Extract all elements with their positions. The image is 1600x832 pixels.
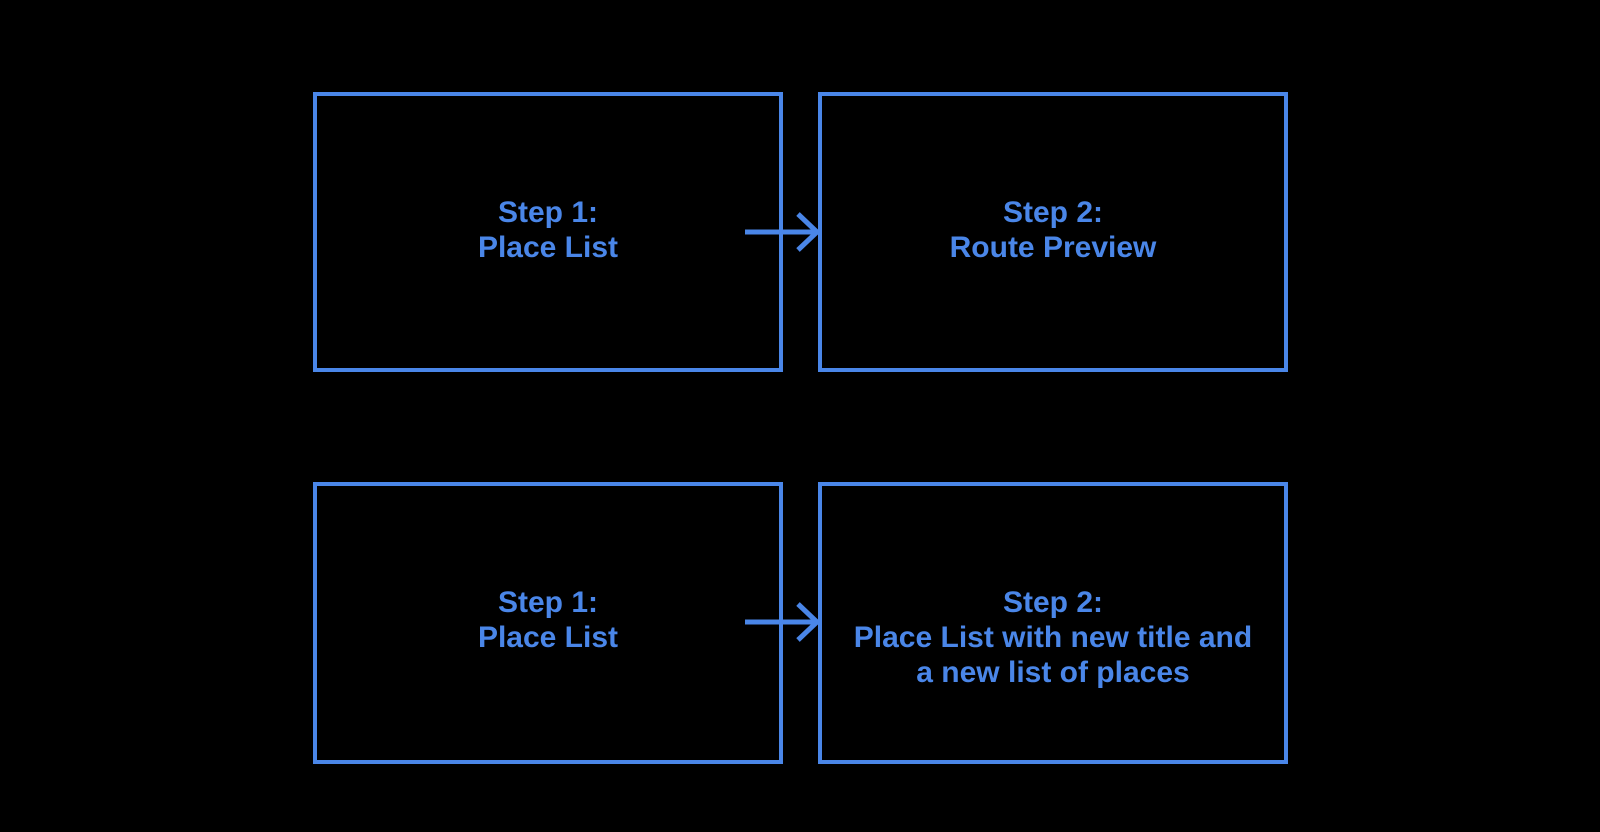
flow-arrow-top: [738, 207, 828, 257]
step-box-label: Step 1: Place List: [317, 585, 779, 655]
step-box-label-line: a new list of places: [916, 656, 1190, 689]
flow-arrow-bottom: [738, 597, 828, 647]
step-box-label: Step 2: Place List with new title and a …: [822, 585, 1284, 690]
step-box-label: Step 1: Place List: [317, 195, 779, 265]
step-box-label-line: Place List with new title and: [853, 621, 1253, 654]
step-box-label-line: Route Preview: [949, 231, 1157, 264]
step-box-label-line: Step 1:: [497, 586, 599, 619]
step-box-label-line: Place List: [477, 621, 619, 654]
arrow-right-icon: [745, 212, 821, 252]
step-box-label: Step 2: Route Preview: [822, 195, 1284, 265]
step-box-label-line: Step 1:: [497, 196, 599, 229]
arrow-right-icon: [745, 602, 821, 642]
step-box-label-line: Step 2:: [1002, 196, 1104, 229]
box-step2-route-preview: Step 2: Route Preview: [818, 92, 1288, 372]
box-step1-place-list-bottom: Step 1: Place List: [313, 482, 783, 764]
step-box-label-line: Place List: [477, 231, 619, 264]
box-step2-place-list-new: Step 2: Place List with new title and a …: [818, 482, 1288, 764]
step-box-label-line: Step 2:: [1002, 586, 1104, 619]
box-step1-place-list-top: Step 1: Place List: [313, 92, 783, 372]
